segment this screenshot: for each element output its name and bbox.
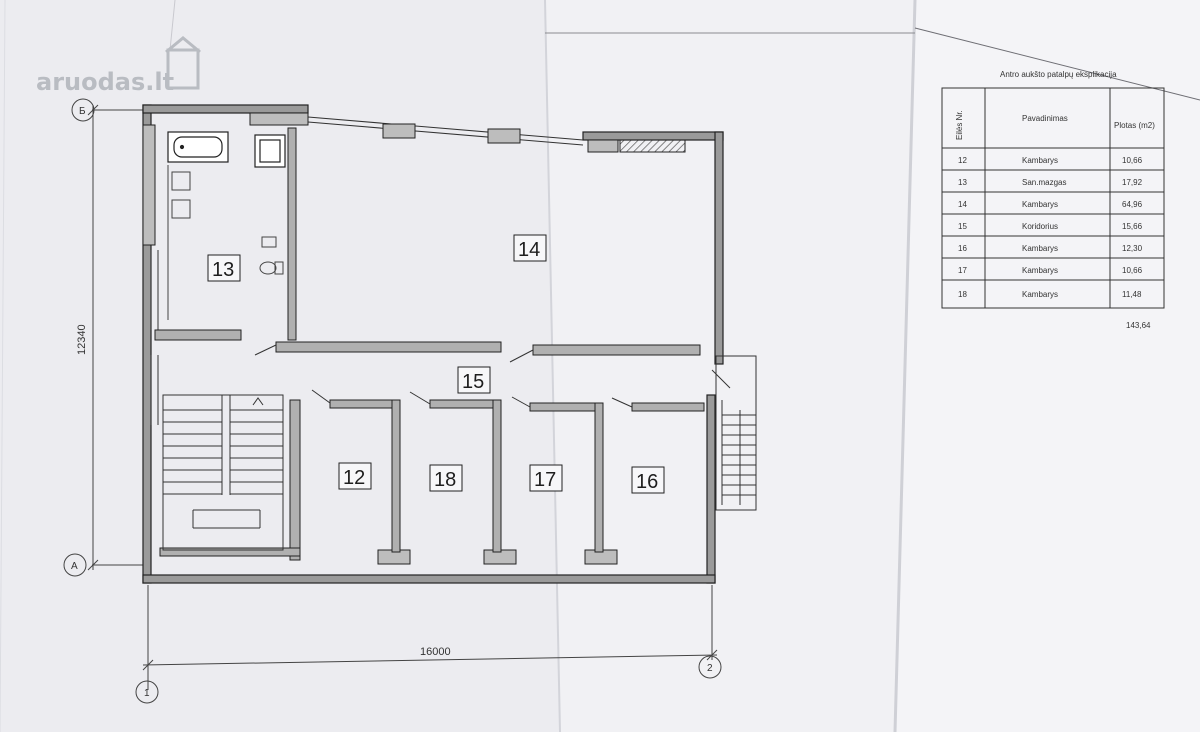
toilet-icon	[259, 236, 284, 275]
schedule-row: 13 San.mazgas 17,92	[958, 178, 1143, 187]
room-schedule: Antro aukšto patalpų eksplikacija Eilės …	[941, 70, 1165, 330]
schedule-row: 16 Kambarys 12,30	[958, 244, 1143, 253]
schedule-header-no: Eilės Nr.	[955, 110, 964, 140]
svg-text:64,96: 64,96	[1122, 200, 1143, 209]
watermark-text: aruodas.lt	[36, 68, 174, 96]
svg-text:12,30: 12,30	[1122, 244, 1143, 253]
schedule-total: 143,64	[1126, 321, 1151, 330]
svg-text:Kambarys: Kambarys	[1022, 244, 1058, 253]
window-blocks	[142, 112, 686, 565]
svg-text:10,66: 10,66	[1122, 156, 1143, 165]
svg-text:Kambarys: Kambarys	[1022, 290, 1058, 299]
staircase-left	[162, 394, 284, 551]
schedule-header-name: Pavadinimas	[1022, 114, 1068, 123]
window-rails	[150, 116, 584, 425]
axis-label-a: А	[71, 561, 78, 572]
room-14-label: 14	[518, 239, 540, 261]
axis-label-2: 2	[707, 663, 713, 674]
svg-text:14: 14	[958, 200, 967, 209]
room-13-label: 13	[212, 259, 234, 281]
axis-label-1: 1	[144, 688, 150, 699]
svg-text:Koridorius: Koridorius	[1022, 222, 1058, 231]
outer-walls	[142, 104, 724, 584]
room-18-label: 18	[434, 469, 456, 491]
svg-text:10,66: 10,66	[1122, 266, 1143, 275]
watermark-logo: aruodas.lt	[36, 36, 201, 96]
schedule-row: 14 Kambarys 64,96	[958, 200, 1143, 209]
staircase-right	[715, 355, 757, 511]
svg-text:Kambarys: Kambarys	[1022, 200, 1058, 209]
svg-text:15,66: 15,66	[1122, 222, 1143, 231]
svg-text:15: 15	[958, 222, 967, 231]
shower-tray-icon	[254, 134, 286, 168]
svg-text:San.mazgas: San.mazgas	[1022, 178, 1066, 187]
svg-text:Kambarys: Kambarys	[1022, 266, 1058, 275]
bathtub-icon	[167, 131, 229, 163]
svg-text:13: 13	[958, 178, 967, 187]
svg-text:16: 16	[958, 244, 967, 253]
svg-text:Kambarys: Kambarys	[1022, 156, 1058, 165]
room-17-label: 17	[534, 469, 556, 491]
room-17: 17	[529, 464, 563, 492]
schedule-header-area: Plotas (m2)	[1114, 121, 1155, 130]
svg-text:17: 17	[958, 266, 967, 275]
interior-walls	[154, 127, 705, 561]
svg-text:18: 18	[958, 290, 967, 299]
schedule-row: 18 Kambarys 11,48	[958, 290, 1142, 299]
room-15: 15	[457, 366, 491, 394]
dimension-width: 16000	[420, 646, 451, 658]
svg-text:17,92: 17,92	[1122, 178, 1143, 187]
room-16-label: 16	[636, 471, 658, 493]
schedule-row: 15 Koridorius 15,66	[958, 222, 1143, 231]
room-14: 14	[513, 234, 547, 262]
svg-text:11,48: 11,48	[1122, 290, 1142, 299]
room-labels: 13 14 15 12 18 17 16	[207, 234, 665, 494]
room-12-label: 12	[343, 467, 365, 489]
schedule-row: 12 Kambarys 10,66	[958, 156, 1143, 165]
room-18: 18	[429, 464, 463, 492]
sink-icon	[167, 165, 191, 320]
dimension-lines	[63, 98, 722, 704]
schedule-row: 17 Kambarys 10,66	[958, 266, 1143, 275]
door-swings	[254, 344, 731, 408]
room-12: 12	[338, 462, 372, 490]
room-15-label: 15	[462, 371, 484, 393]
axis-label-b: Б	[79, 106, 86, 117]
svg-text:12: 12	[958, 156, 967, 165]
schedule-title: Antro aukšto patalpų eksplikacija	[1000, 70, 1117, 79]
dimension-height: 12340	[76, 324, 88, 355]
room-16: 16	[631, 466, 665, 494]
room-13: 13	[207, 254, 241, 282]
